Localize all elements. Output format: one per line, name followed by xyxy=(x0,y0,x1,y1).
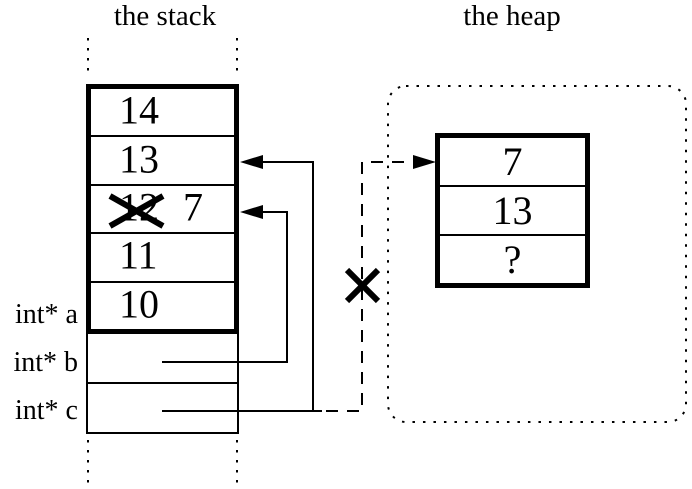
stack-cell-value: 14 xyxy=(119,87,159,133)
pointer-c-arrowhead-icon xyxy=(240,155,263,169)
stack-cell-value: 10 xyxy=(119,281,159,327)
stack-frame-box: 14 13 12 7 11 10 xyxy=(86,84,239,334)
stack-cell-value: 11 xyxy=(119,232,158,278)
stack-cell-value: 13 xyxy=(119,136,159,182)
heap-cell: 13 xyxy=(440,187,585,236)
stack-cell: 10 xyxy=(91,283,234,329)
stack-cell: 13 xyxy=(91,136,234,186)
heap-cell-value: ? xyxy=(503,237,522,282)
pointer-b-label: int* b xyxy=(13,347,78,378)
heap-cell: ? xyxy=(440,236,585,283)
heap-cell-value: 13 xyxy=(492,188,533,233)
stack-cell-overwritten: 12 7 xyxy=(91,184,234,235)
broken-link-x-icon xyxy=(344,267,381,304)
stack-cell-old-value: 12 xyxy=(119,184,159,230)
dangling-pointer-dashed-line xyxy=(326,161,413,412)
pointer-c-label: int* c xyxy=(15,395,78,426)
stack-title: the stack xyxy=(113,0,217,32)
heap-cell: 7 xyxy=(440,138,585,187)
stack-cell: 14 xyxy=(91,87,234,138)
heap-block-box: 7 13 ? xyxy=(435,133,590,288)
dangling-pointer-arrowhead-icon xyxy=(413,155,436,169)
pointer-b-cell xyxy=(88,334,237,384)
pointer-variable-cells xyxy=(86,334,239,434)
heap-title: the heap xyxy=(463,0,561,32)
stack-cell-new-value: 7 xyxy=(183,184,203,230)
pointer-c-cell xyxy=(88,384,237,432)
pointer-b-arrowhead-icon xyxy=(240,205,263,219)
heap-cell-value: 7 xyxy=(502,139,523,184)
stack-cell: 11 xyxy=(91,232,234,283)
pointer-a-label: int* a xyxy=(15,299,78,330)
